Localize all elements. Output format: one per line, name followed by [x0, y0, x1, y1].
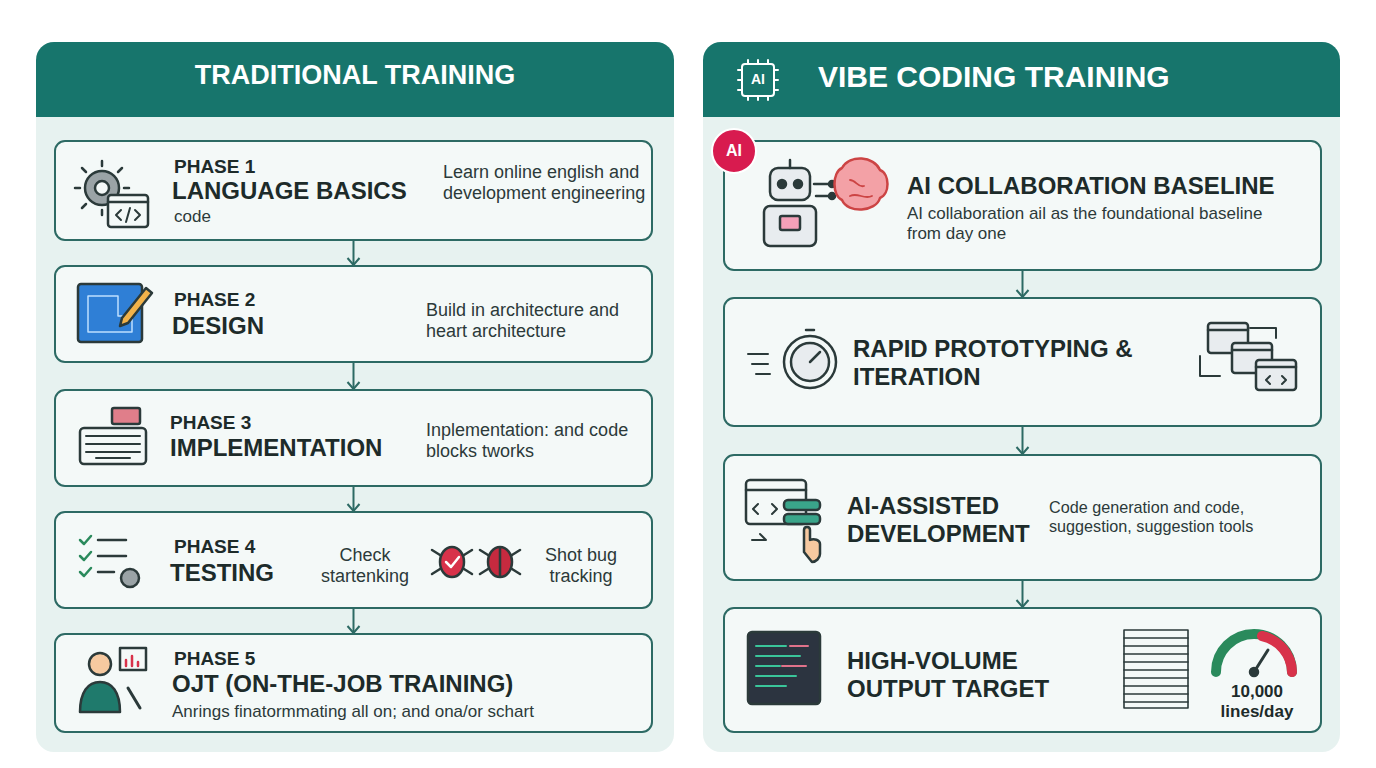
box-text: Shot bug tracking [522, 545, 640, 586]
box-text: Build in architecture and heart architec… [426, 300, 648, 341]
box-text: OJT (ON-THE-JOB TRAINING) [172, 670, 612, 698]
box-text: DESIGN [172, 312, 412, 340]
box-heading: PHASE 1 [174, 156, 414, 178]
box-heading: AI COLLABORATION BASELINE [907, 172, 1312, 200]
gauge-icon [1216, 634, 1292, 676]
box-text: Code generation and code, suggestion, su… [1049, 498, 1319, 535]
arrow-head [348, 258, 360, 265]
box-text: Check startenking [311, 545, 419, 586]
panel-title: VIBE CODING TRAINING [818, 60, 1318, 95]
arrow-head [348, 382, 360, 389]
training-panel: AI VIBE CODING TRAINING AI COLLABORATION B… [703, 42, 1340, 752]
arrow-head [348, 626, 360, 633]
box-text: 10,000 lines/day [1202, 682, 1312, 721]
box-heading: HIGH-VOLUME OUTPUT TARGET [847, 647, 1087, 702]
server-stack-icon [1124, 630, 1188, 708]
arrow-head [1017, 447, 1029, 454]
person-icon [80, 648, 146, 712]
step-box: PHASE 4TESTINGCheck startenkingShot bug … [54, 511, 653, 609]
box-text: AI collaboration ail as the foundational… [907, 204, 1267, 243]
stopwatch-icon [748, 330, 836, 388]
box-text: Learn online english and development eng… [443, 162, 648, 203]
box-text: code [174, 207, 374, 227]
arrow-head [1017, 290, 1029, 297]
step-box: PHASE 5OJT (ON-THE-JOB TRAINING) Anrings … [54, 633, 653, 733]
box-heading: RAPID PROTOTYPING & ITERATION [853, 335, 1183, 390]
panel-title: AI [742, 71, 774, 87]
box-heading: PHASE 2 [174, 289, 414, 311]
flow-arrow [348, 241, 360, 265]
code-windows-icon [1200, 323, 1296, 390]
ai-badge [712, 129, 756, 173]
arrow-head [1017, 600, 1029, 607]
box-heading: AI-ASSISTED DEVELOPMENT [847, 492, 1042, 547]
box-text: Anrings finatormmating all on; and ona/o… [172, 702, 642, 722]
arrow-head [348, 504, 360, 511]
flow-arrow [1017, 581, 1029, 607]
flow-arrow [1017, 271, 1029, 297]
step-box: AI COLLABORATION BASELINE AI collaboratio… [723, 140, 1322, 271]
gear-icon [75, 161, 148, 227]
box-text: Inplementation: and code blocks tworks [426, 420, 648, 461]
step-box: RAPID PROTOTYPING & ITERATION [723, 297, 1322, 427]
chip-icon [738, 60, 778, 100]
step-box: PHASE 1LANGUAGE BASICScode Learn online e… [54, 140, 653, 241]
step-box: AI-ASSISTED DEVELOPMENTCode generation a… [723, 454, 1322, 581]
box-heading: PHASE 5 [174, 648, 414, 670]
robot-icon [764, 158, 888, 246]
monitor-icon [748, 632, 820, 704]
flow-arrow [1017, 427, 1029, 454]
box-text: LANGUAGE BASICS [172, 177, 437, 205]
box-text: IMPLEMENTATION [170, 434, 420, 462]
checklist-icon [80, 536, 139, 587]
panel-title: TRADITIONAL TRAINING [36, 60, 674, 91]
step-box: HIGH-VOLUME OUTPUT TARGET 10,000 lines/da… [723, 607, 1322, 733]
flow-arrow [348, 487, 360, 511]
badge-label: AI [712, 142, 756, 160]
bug-icon [432, 547, 520, 577]
training-panel: TRADITIONAL TRAINING PHASE 1LANGUAGE BASI… [36, 42, 674, 752]
flow-arrow [348, 363, 360, 389]
code-hand-icon [746, 480, 820, 562]
flow-arrow [348, 609, 360, 633]
blueprint-icon [78, 284, 152, 342]
step-box: PHASE 2DESIGN Build in architecture and h… [54, 265, 653, 363]
keyboard-icon [80, 408, 146, 464]
step-box: PHASE 3IMPLEMENTATIONInplementation: and… [54, 389, 653, 487]
box-text: TESTING [170, 559, 300, 587]
box-heading: PHASE 3 [170, 412, 410, 434]
